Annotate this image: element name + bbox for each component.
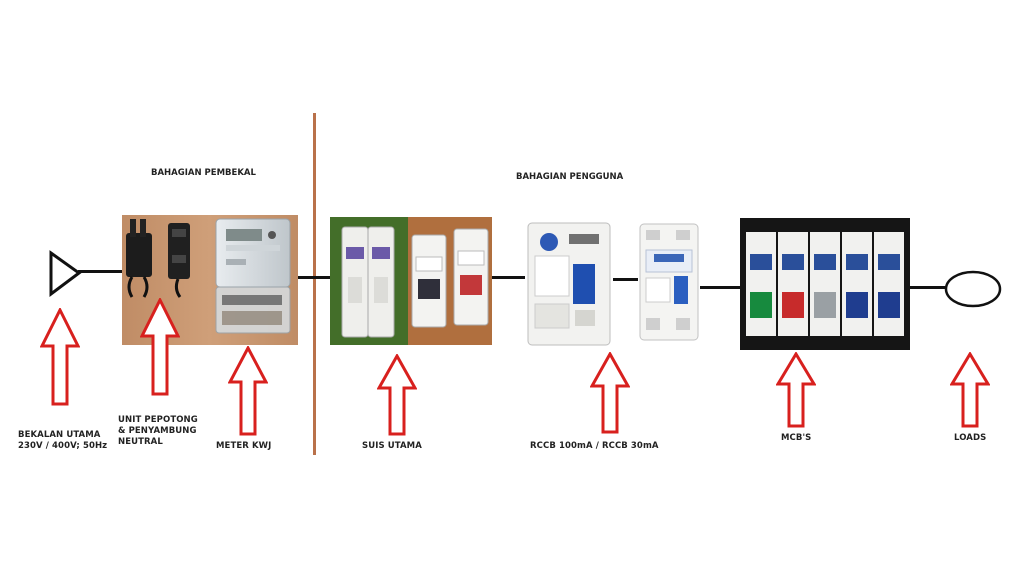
label-supply-line1: BEKALAN UTAMA bbox=[18, 430, 101, 440]
wire-switch-rccb bbox=[492, 276, 525, 279]
section-title-user: BAHAGIAN PENGGUNA bbox=[516, 172, 624, 182]
label-cutout-line3: NEUTRAL bbox=[118, 437, 163, 447]
section-title-supplier: BAHAGIAN PEMBEKAL bbox=[151, 168, 256, 178]
up-arrow-icon bbox=[950, 352, 990, 428]
wire-supply bbox=[78, 270, 126, 273]
main-switch-photo bbox=[330, 217, 492, 345]
section-divider bbox=[313, 113, 316, 455]
supply-source-icon bbox=[49, 250, 82, 297]
label-mcb: MCB'S bbox=[781, 433, 812, 443]
label-cutout: UNIT PEPOTONG & PENYAMBUNG NEUTRAL bbox=[118, 415, 198, 448]
up-arrow-icon bbox=[140, 298, 180, 396]
rccb-30ma-photo bbox=[638, 222, 700, 342]
label-supply: BEKALAN UTAMA 230V / 400V; 50Hz bbox=[18, 430, 107, 452]
label-cutout-line2: & PENYAMBUNG bbox=[118, 426, 197, 436]
cutout-meter-photo bbox=[122, 215, 298, 345]
wire-rccb-mcb bbox=[698, 286, 742, 289]
load-circle-icon bbox=[944, 270, 1002, 308]
wire-meter-switch bbox=[296, 276, 332, 279]
up-arrow-icon bbox=[590, 352, 630, 434]
up-arrow-icon bbox=[228, 346, 268, 436]
label-cutout-line1: UNIT PEPOTONG bbox=[118, 415, 198, 425]
label-rccb: RCCB 100mA / RCCB 30mA bbox=[530, 441, 659, 451]
mcb-photo bbox=[740, 218, 910, 350]
rccb-100ma-photo bbox=[525, 220, 613, 348]
wire-rccb-rccb bbox=[612, 278, 638, 281]
up-arrow-icon bbox=[40, 308, 80, 406]
label-supply-line2: 230V / 400V; 50Hz bbox=[18, 441, 108, 451]
up-arrow-icon bbox=[776, 352, 816, 428]
wire-mcb-load bbox=[908, 286, 948, 289]
up-arrow-icon bbox=[377, 354, 417, 436]
label-main-switch: SUIS UTAMA bbox=[362, 441, 422, 451]
label-loads: LOADS bbox=[954, 433, 987, 443]
label-meter: METER KWJ bbox=[216, 441, 272, 451]
